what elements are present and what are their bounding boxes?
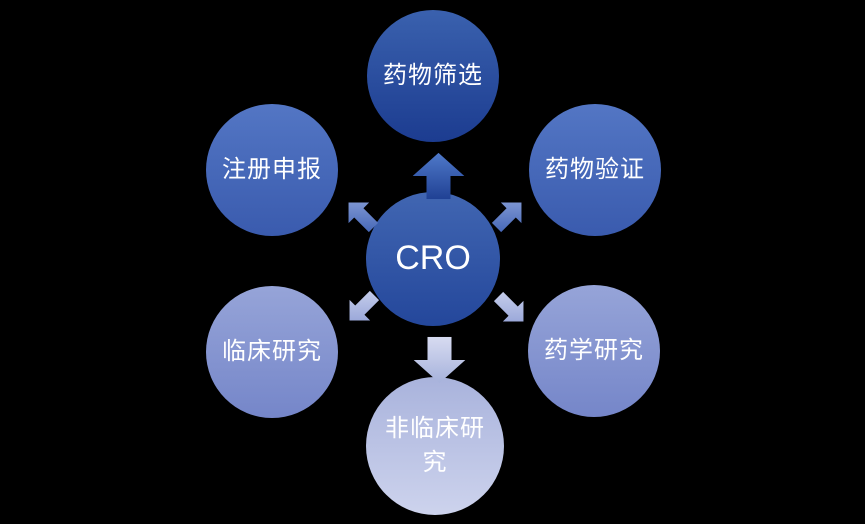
node-cro-center: CRO xyxy=(366,192,500,326)
node-drug-validation: 药物验证 xyxy=(529,104,661,236)
node-label: 非临床研究 xyxy=(385,415,485,476)
node-label: 药物筛选 xyxy=(383,62,483,90)
node-label: 注册申报 xyxy=(222,156,322,184)
node-label: 药物验证 xyxy=(545,156,645,184)
arrow-down-right-icon xyxy=(488,286,534,332)
node-nonclinical-research: 非临床研究 xyxy=(366,377,504,515)
arrow-up-right-icon xyxy=(486,192,532,238)
arrow-down-left-icon xyxy=(339,285,385,331)
center-label: CRO xyxy=(395,239,471,278)
node-label: 药学研究 xyxy=(544,337,644,365)
arrow-up-icon xyxy=(412,152,465,200)
node-clinical-research: 临床研究 xyxy=(206,286,338,418)
node-label: 临床研究 xyxy=(222,338,322,366)
arrow-up-left-icon xyxy=(338,192,384,238)
node-registration-filing: 注册申报 xyxy=(206,104,338,236)
arrow-down-icon xyxy=(413,336,466,384)
node-drug-screening: 药物筛选 xyxy=(367,10,499,142)
node-pharmacy-research: 药学研究 xyxy=(528,285,660,417)
